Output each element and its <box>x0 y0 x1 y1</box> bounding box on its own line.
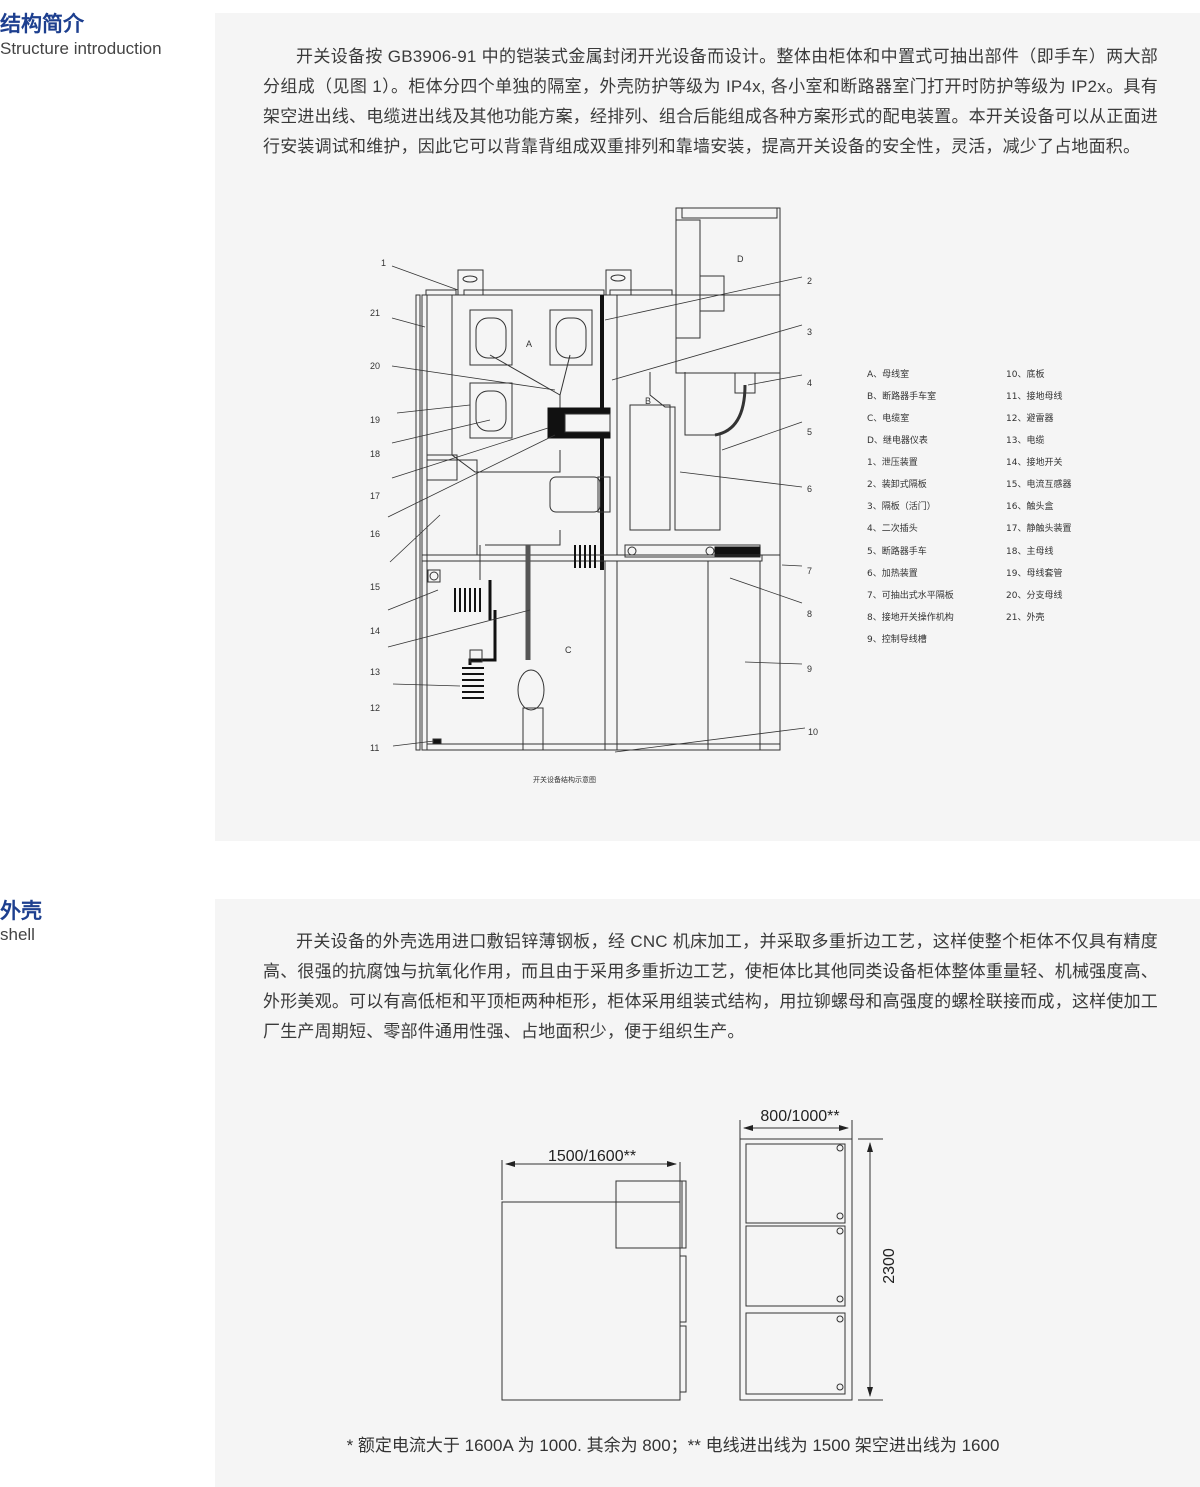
callout-number: 7 <box>807 566 812 576</box>
callout-number: 4 <box>807 378 812 388</box>
width-dimension-label: 800/1000** <box>760 1108 839 1125</box>
callout-number: 9 <box>807 664 812 674</box>
callout-number: 14 <box>370 626 380 636</box>
legend-item: 3、隔板（活门） <box>867 500 936 512</box>
section-title-shell: 外壳 <box>0 900 42 923</box>
compartment-label: B <box>645 396 651 406</box>
section-subtitle-structure: Structure introduction <box>0 39 162 58</box>
legend-item: 14、接地开关 <box>1006 456 1062 468</box>
callout-number: 5 <box>807 427 812 437</box>
compartment-label: A <box>526 339 532 349</box>
callout-number: 15 <box>370 582 380 592</box>
callout-number: 1 <box>381 258 386 268</box>
legend-item: 12、避雷器 <box>1006 412 1053 424</box>
height-dimension-label: 2300 <box>881 1248 898 1284</box>
legend-item: 15、电流互感器 <box>1006 478 1071 490</box>
legend-item: 2、装卸式隔板 <box>867 478 927 490</box>
legend-item: 6、加热装置 <box>867 567 918 579</box>
legend-item: 1、泄压装置 <box>867 456 918 468</box>
legend-item: 20、分支母线 <box>1006 589 1062 601</box>
shell-panel <box>215 899 1200 1487</box>
callout-number: 10 <box>808 727 818 737</box>
legend-item: 18、主母线 <box>1006 545 1053 557</box>
front-view-drawing: 800/1000** 2300 <box>739 1108 898 1401</box>
section-subtitle-shell: shell <box>0 925 35 944</box>
compartment-label: D <box>737 254 744 264</box>
callout-number: 13 <box>370 667 380 677</box>
callout-number: 11 <box>370 743 379 753</box>
legend-item: 17、静触头装置 <box>1006 522 1071 534</box>
legend-item: C、电缆室 <box>867 412 909 424</box>
callout-number: 20 <box>370 361 380 371</box>
side-view-drawing: 1500/1600** <box>501 1148 687 1401</box>
legend-item: D、继电器仪表 <box>867 434 928 446</box>
callout-number: 21 <box>370 308 380 318</box>
legend-item: 8、接地开关操作机构 <box>867 611 954 623</box>
legend-item: 11、接地母线 <box>1006 390 1062 402</box>
section-title-structure: 结构简介 <box>0 13 84 36</box>
legend-item: 7、可抽出式水平隔板 <box>867 589 954 601</box>
legend-item: 19、母线套管 <box>1006 567 1062 579</box>
shell-paragraph: 开关设备的外壳选用进口敷铝锌薄钢板，经 CNC 机床加工，并采取多重折边工艺，这… <box>263 932 1158 1041</box>
callout-number: 17 <box>370 491 380 501</box>
legend-item: 10、底板 <box>1006 368 1044 380</box>
depth-dimension-label: 1500/1600** <box>548 1148 636 1165</box>
legend-item: B、断路器手车室 <box>867 390 936 402</box>
legend-item: 21、外壳 <box>1006 611 1044 623</box>
compartment-label: C <box>565 645 572 655</box>
callout-number: 19 <box>370 415 380 425</box>
callout-number: 12 <box>370 703 380 713</box>
callout-number: 3 <box>807 327 812 337</box>
legend: A、母线室 B、断路器手车室 C、电缆室 D、继电器仪表 1、泄压装置 2、装卸… <box>867 368 1071 645</box>
callout-number: 6 <box>807 484 812 494</box>
switchgear-structure-diagram: A B C D 1 21 20 19 18 17 16 15 14 13 12 … <box>370 207 1071 784</box>
callout-number: 2 <box>807 276 812 286</box>
callout-number: 18 <box>370 449 380 459</box>
legend-item: 13、电缆 <box>1006 434 1044 446</box>
callout-number: 16 <box>370 529 380 539</box>
legend-item: 4、二次插头 <box>867 522 918 534</box>
legend-item: 9、控制导线槽 <box>867 633 927 645</box>
structure-paragraph: 开关设备按 GB3906-91 中的铠装式金属封闭开光设备而设计。整体由柜体和中… <box>263 47 1158 156</box>
shell-footnote: * 额定电流大于 1600A 为 1000. 其余为 800；** 电线进出线为… <box>346 1436 1000 1455</box>
legend-item: 5、断路器手车 <box>867 545 927 557</box>
legend-item: A、母线室 <box>867 368 909 380</box>
diagram-caption: 开关设备结构示意图 <box>533 775 596 784</box>
legend-item: 16、触头盒 <box>1006 500 1053 512</box>
callout-number: 8 <box>807 609 812 619</box>
